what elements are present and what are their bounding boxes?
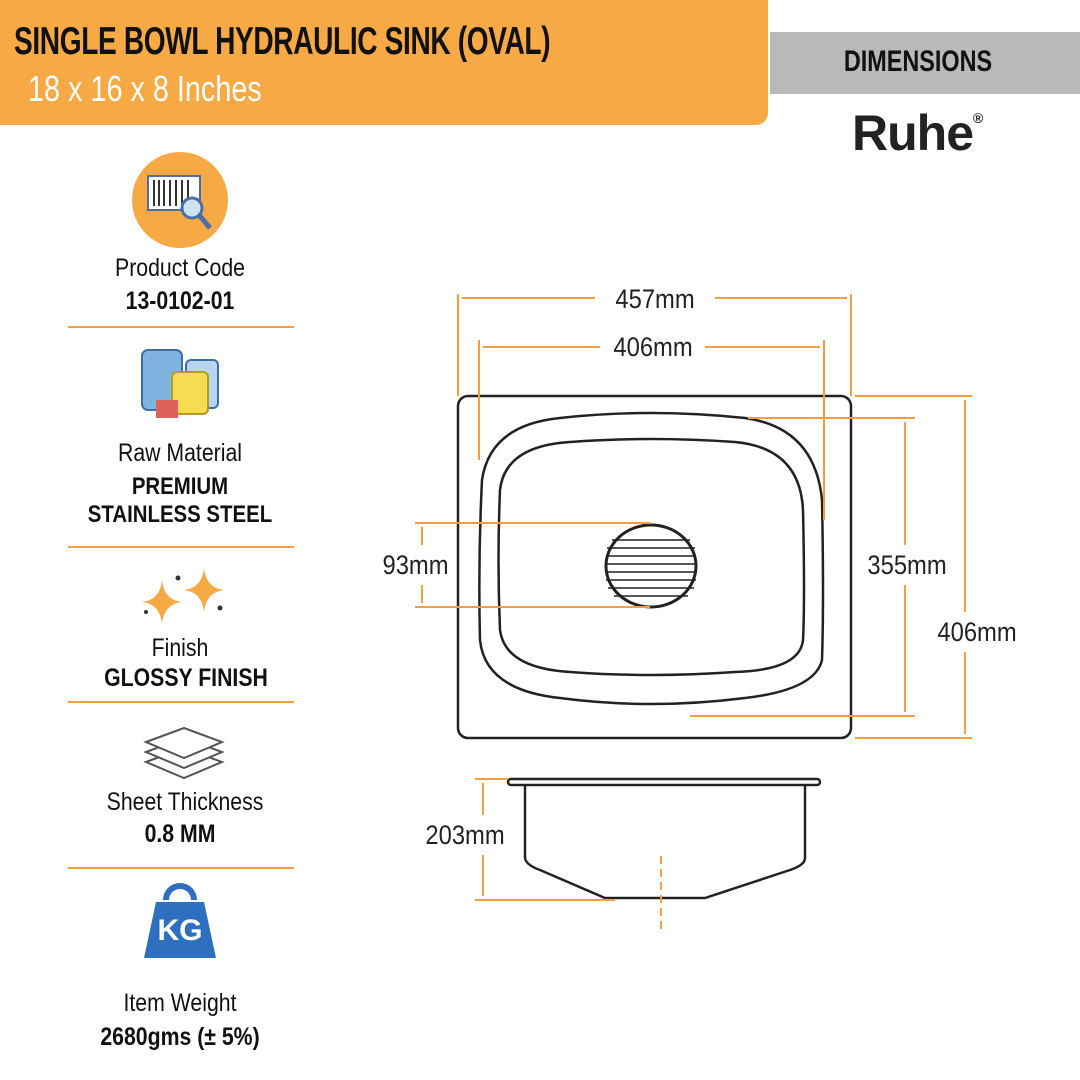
title-banner [0,0,768,125]
sparkle-icon [142,568,224,624]
drain-grate [604,523,698,609]
item-weight-label: Item Weight [123,989,237,1017]
sheet-thickness-label: Sheet Thickness [106,788,264,816]
product-title: SINGLE BOWL HYDRAULIC SINK (OVAL) [14,20,551,63]
divider [68,701,294,703]
drain-lines [606,539,696,597]
sink-top-outline [456,394,853,740]
dimensions-heading: DIMENSIONS [843,45,993,78]
sheet-thickness-value: 0.8 MM [144,820,216,848]
overall-length-label: 406mm [937,617,1017,647]
product-code-value: 13-0102-01 [125,287,235,315]
dimension-lines [415,294,972,901]
finish-value: GLOSSY FINISH [104,664,268,692]
brand-logo: Ruhe® [852,104,983,162]
registered-mark: ® [973,110,983,126]
item-weight-value: 2680gms (± 5%) [100,1023,260,1051]
bowl-width-label: 406mm [613,332,693,362]
finish-label: Finish [151,634,209,662]
dimensions-bar [770,32,1080,94]
divider [68,326,294,328]
material-cans-icon [141,349,219,418]
raw-material-value: PREMIUM [131,473,229,500]
divider [68,867,294,869]
product-size: 18 x 16 x 8 Inches [28,68,262,109]
sheet-layers-icon [143,726,225,780]
raw-material-value-2: STAINLESS STEEL [87,501,273,528]
overall-width-label: 457mm [615,284,695,314]
raw-material-label: Raw Material [118,439,242,467]
drain-diameter-label: 93mm [382,550,449,580]
kg-icon-text: KG [157,914,203,947]
depth-label: 203mm [425,820,505,850]
kg-weight-icon [144,883,216,958]
sink-side-view [506,777,822,900]
brand-name: Ruhe [852,105,974,161]
bowl-length-label: 355mm [867,550,947,580]
divider [68,546,294,548]
bowl-inner-outline [497,437,806,677]
barcode-search-icon [132,152,228,248]
bowl-outer-outline [478,411,825,706]
product-code-label: Product Code [115,254,245,282]
